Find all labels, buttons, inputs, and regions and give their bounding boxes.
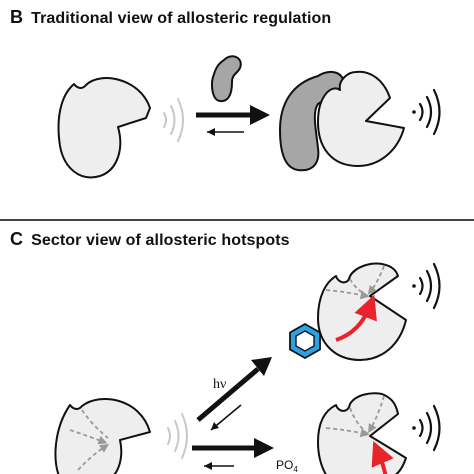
- sound-wave-icon: [412, 88, 441, 136]
- protein-active: [317, 70, 405, 167]
- light-label: hν: [213, 377, 226, 392]
- sound-wave-icon: [167, 413, 188, 459]
- arrow-icon: [250, 105, 270, 125]
- panel-b-diagram: [57, 55, 441, 179]
- phosphate-arrows: [192, 438, 274, 470]
- hotspot-arrow-light: [335, 294, 377, 342]
- panel-c-diagram: hν PO4: [54, 262, 441, 474]
- sound-wave-icon: [412, 404, 441, 452]
- protein-sector-inactive: [54, 398, 151, 474]
- protein-inactive: [57, 77, 151, 179]
- panel-b-title: B Traditional view of allosteric regulati…: [10, 7, 331, 28]
- sound-wave-icon: [412, 262, 441, 310]
- panel-c-letter: C: [10, 229, 24, 249]
- equilibrium-arrows: [196, 105, 270, 136]
- sector-paths: [69, 409, 110, 471]
- protein-sector-light-active: [317, 262, 407, 361]
- sound-wave-icon: [163, 98, 184, 142]
- panel-c-heading: Sector view of allosteric hotspots: [31, 232, 290, 249]
- light-arrows: [196, 357, 272, 431]
- phosphate-label: PO4: [276, 458, 298, 474]
- panel-divider: [0, 219, 474, 221]
- panel-b-heading: Traditional view of allosteric regulatio…: [31, 10, 332, 27]
- panel-b-letter: B: [10, 7, 24, 27]
- hotspot-arrow-phospho: [371, 440, 394, 474]
- benzene-ring-icon: [289, 322, 321, 360]
- panel-c-title: C Sector view of allosteric hotspots: [10, 229, 290, 250]
- effector-free: [211, 55, 242, 103]
- sector-paths: [325, 395, 385, 438]
